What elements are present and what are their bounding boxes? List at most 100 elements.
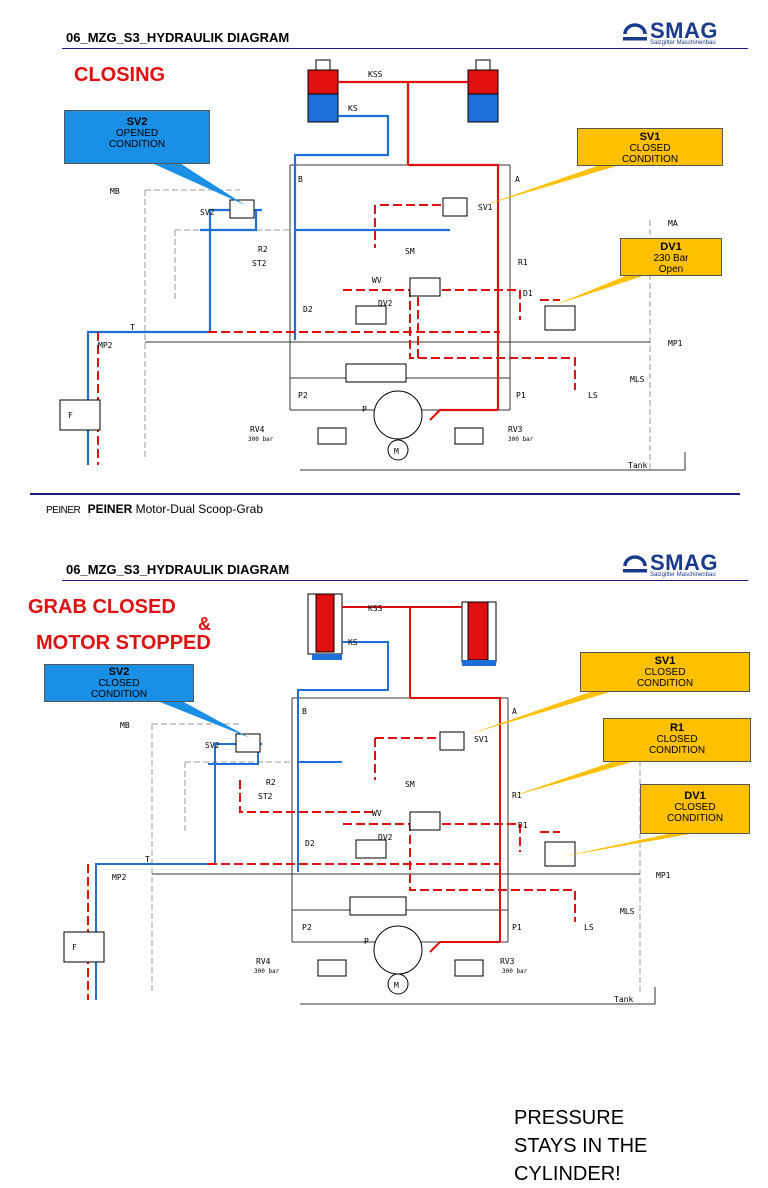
logo-subtitle: Salzgitter Maschinenbau bbox=[650, 572, 716, 578]
header-title: 06_MZG_S3_HYDRAULIK DIAGRAM bbox=[66, 30, 290, 45]
callout-sv1-line1: CLOSED bbox=[644, 667, 686, 678]
smag-logo-icon bbox=[623, 555, 647, 573]
callout-dv1-line2: Open bbox=[658, 264, 684, 275]
header-rule bbox=[62, 48, 748, 49]
hydraulic-diagram: KSS KS B A MB MA SV2 SV1 R2 R1 SM ST2 WV… bbox=[59, 59, 686, 471]
svg-text:M: M bbox=[394, 981, 399, 990]
cylinder-left bbox=[307, 593, 343, 660]
header-title: 06_MZG_S3_HYDRAULIK DIAGRAM bbox=[66, 562, 290, 577]
svg-text:MB: MB bbox=[110, 187, 120, 196]
svg-text:MA: MA bbox=[668, 219, 678, 228]
callout-sv1-line2: CONDITION bbox=[636, 678, 694, 689]
callout-sv2: SV2 CLOSED CONDITION bbox=[44, 664, 194, 702]
state-title-amp: & bbox=[198, 614, 211, 634]
svg-text:ST2: ST2 bbox=[252, 259, 267, 268]
callout-sv2-title: SV2 bbox=[126, 116, 148, 128]
callout-sv1: SV1 CLOSED CONDITION bbox=[577, 128, 723, 166]
logo-word: SMAG bbox=[650, 550, 718, 575]
svg-text:MP1: MP1 bbox=[668, 339, 683, 348]
svg-text:KSS: KSS bbox=[368, 70, 383, 79]
svg-text:P2: P2 bbox=[302, 923, 312, 932]
callout-dv1: DV1 230 Bar Open bbox=[620, 238, 722, 276]
svg-text:WV: WV bbox=[372, 809, 382, 818]
svg-text:MB: MB bbox=[120, 721, 130, 730]
callout-sv1-title: SV1 bbox=[639, 131, 661, 143]
svg-text:D2: D2 bbox=[305, 839, 315, 848]
cylinder-right bbox=[467, 59, 499, 123]
callout-dv1-title: DV1 bbox=[684, 790, 706, 802]
smag-logo-icon bbox=[623, 23, 647, 41]
svg-text:A: A bbox=[512, 707, 517, 716]
svg-text:P2: P2 bbox=[298, 391, 308, 400]
svg-text:MP1: MP1 bbox=[656, 871, 671, 880]
svg-text:MP2: MP2 bbox=[112, 873, 127, 882]
callout-sv2: SV2 OPENED CONDITION bbox=[64, 110, 210, 164]
valves bbox=[63, 731, 576, 995]
svg-text:R2: R2 bbox=[258, 245, 268, 254]
svg-text:P1: P1 bbox=[516, 391, 526, 400]
svg-text:SV2: SV2 bbox=[200, 208, 215, 217]
svg-text:LS: LS bbox=[588, 391, 598, 400]
svg-text:F: F bbox=[72, 943, 77, 952]
svg-text:ST2: ST2 bbox=[258, 792, 273, 801]
pressure-note: PRESSURE STAYS IN THE CYLINDER! bbox=[514, 1107, 648, 1185]
svg-text:300 bar: 300 bar bbox=[248, 436, 274, 443]
pressure-lines bbox=[338, 80, 500, 421]
svg-text:B: B bbox=[302, 707, 307, 716]
svg-text:KS: KS bbox=[348, 638, 358, 647]
svg-text:RV3: RV3 bbox=[508, 425, 523, 434]
slide-closing: 06_MZG_S3_HYDRAULIK DIAGRAM SMAG Salzgit… bbox=[0, 0, 768, 516]
logo-word: SMAG bbox=[650, 18, 718, 43]
callout-sv2-line1: OPENED bbox=[115, 128, 159, 139]
svg-text:SM: SM bbox=[405, 247, 415, 256]
footer: PEINER PEINER Motor-Dual Scoop-Grab bbox=[46, 502, 263, 516]
header-rule bbox=[62, 580, 748, 581]
svg-text:R1: R1 bbox=[512, 791, 522, 800]
svg-text:DV2: DV2 bbox=[378, 299, 393, 308]
svg-text:RV3: RV3 bbox=[500, 957, 515, 966]
svg-text:MLS: MLS bbox=[620, 907, 635, 916]
svg-text:P: P bbox=[362, 405, 367, 414]
callout-dv1: DV1 CLOSED CONDITION bbox=[640, 784, 750, 834]
svg-text:DV2: DV2 bbox=[378, 833, 393, 842]
svg-text:SV2: SV2 bbox=[205, 741, 220, 750]
callout-sv1-line2: CONDITION bbox=[621, 154, 679, 165]
svg-text:T: T bbox=[130, 323, 135, 332]
callout-r1: R1 CLOSED CONDITION bbox=[603, 718, 751, 762]
callout-dv1-line2: CONDITION bbox=[666, 813, 724, 824]
svg-text:SV1: SV1 bbox=[474, 735, 489, 744]
svg-text:LS: LS bbox=[584, 923, 594, 932]
svg-text:R2: R2 bbox=[266, 778, 276, 787]
svg-text:300 bar: 300 bar bbox=[254, 968, 280, 975]
callout-pointers bbox=[155, 692, 690, 857]
callout-dv1-title: DV1 bbox=[660, 241, 682, 253]
pilot-pressure-lines bbox=[97, 204, 576, 465]
callout-dv1-line1: CLOSED bbox=[674, 802, 716, 813]
callout-pointers bbox=[145, 160, 655, 305]
svg-text:300 bar: 300 bar bbox=[508, 436, 534, 443]
svg-text:Tank: Tank bbox=[628, 461, 647, 470]
component-labels: KSS KS B A MB SV2 SV1 R2 R1 SM ST2 WV D1… bbox=[72, 604, 671, 1004]
pressure-lines bbox=[342, 606, 501, 953]
smag-logo: SMAG Salzgitter Maschinenbau bbox=[622, 550, 742, 582]
svg-text:Tank: Tank bbox=[614, 995, 633, 1004]
callout-sv2-line1: CLOSED bbox=[98, 678, 140, 689]
svg-text:SV1: SV1 bbox=[478, 203, 493, 212]
footer-text: Motor-Dual Scoop-Grab bbox=[135, 502, 263, 516]
svg-text:D1: D1 bbox=[518, 821, 528, 830]
svg-text:WV: WV bbox=[372, 276, 382, 285]
callout-sv2-line2: CONDITION bbox=[90, 689, 148, 700]
logo-subtitle: Salzgitter Maschinenbau bbox=[650, 40, 716, 46]
state-title-line1: GRAB CLOSED bbox=[28, 596, 176, 618]
state-title: CLOSING bbox=[74, 64, 166, 86]
smag-logo: SMAG Salzgitter Maschinenbau bbox=[622, 18, 742, 50]
cylinder-right bbox=[461, 601, 497, 666]
svg-text:300 bar: 300 bar bbox=[502, 968, 528, 975]
svg-text:SM: SM bbox=[405, 780, 415, 789]
footer-rule bbox=[30, 493, 740, 495]
callout-sv1-title: SV1 bbox=[654, 655, 676, 667]
svg-text:KSS: KSS bbox=[368, 604, 383, 613]
svg-text:MLS: MLS bbox=[630, 375, 645, 384]
valves bbox=[59, 197, 576, 461]
svg-text:RV4: RV4 bbox=[256, 957, 271, 966]
